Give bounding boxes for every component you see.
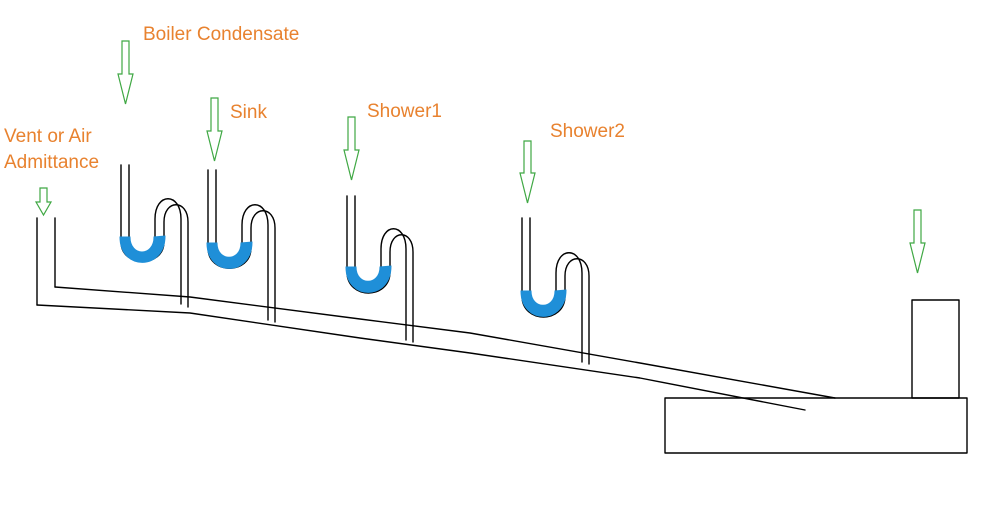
- down-arrow-icon: [117, 40, 134, 105]
- shower1-label: Shower1: [367, 101, 442, 122]
- chamber-box: [664, 397, 968, 454]
- shower2-label: Shower2: [550, 121, 625, 142]
- main-drain-pipe: [36, 286, 836, 411]
- pipework: [36, 164, 968, 454]
- chamber-riser: [911, 299, 960, 399]
- boiler-trap: [120, 164, 189, 308]
- down-arrow-icon: [206, 97, 223, 162]
- boiler-condensate-label: Boiler Condensate: [143, 24, 300, 45]
- down-arrow-icon: [519, 140, 536, 204]
- vent-label-line1: Vent or Air: [4, 126, 92, 147]
- vent-label: Vent or Air Admittance: [4, 124, 99, 176]
- sink-label: Sink: [230, 102, 267, 123]
- vent-label-line2: Admittance: [4, 152, 100, 173]
- down-arrow-icon: [909, 209, 926, 274]
- vent-pipe: [36, 217, 56, 306]
- sink-trap-water: [206, 241, 253, 269]
- trap-water: [119, 235, 567, 317]
- down-arrow-icon: [343, 116, 360, 181]
- shower2-trap-water: [520, 289, 567, 317]
- shower1-trap-water: [345, 265, 392, 293]
- boiler-trap-water: [119, 235, 166, 263]
- down-arrow-icon: [34, 187, 53, 217]
